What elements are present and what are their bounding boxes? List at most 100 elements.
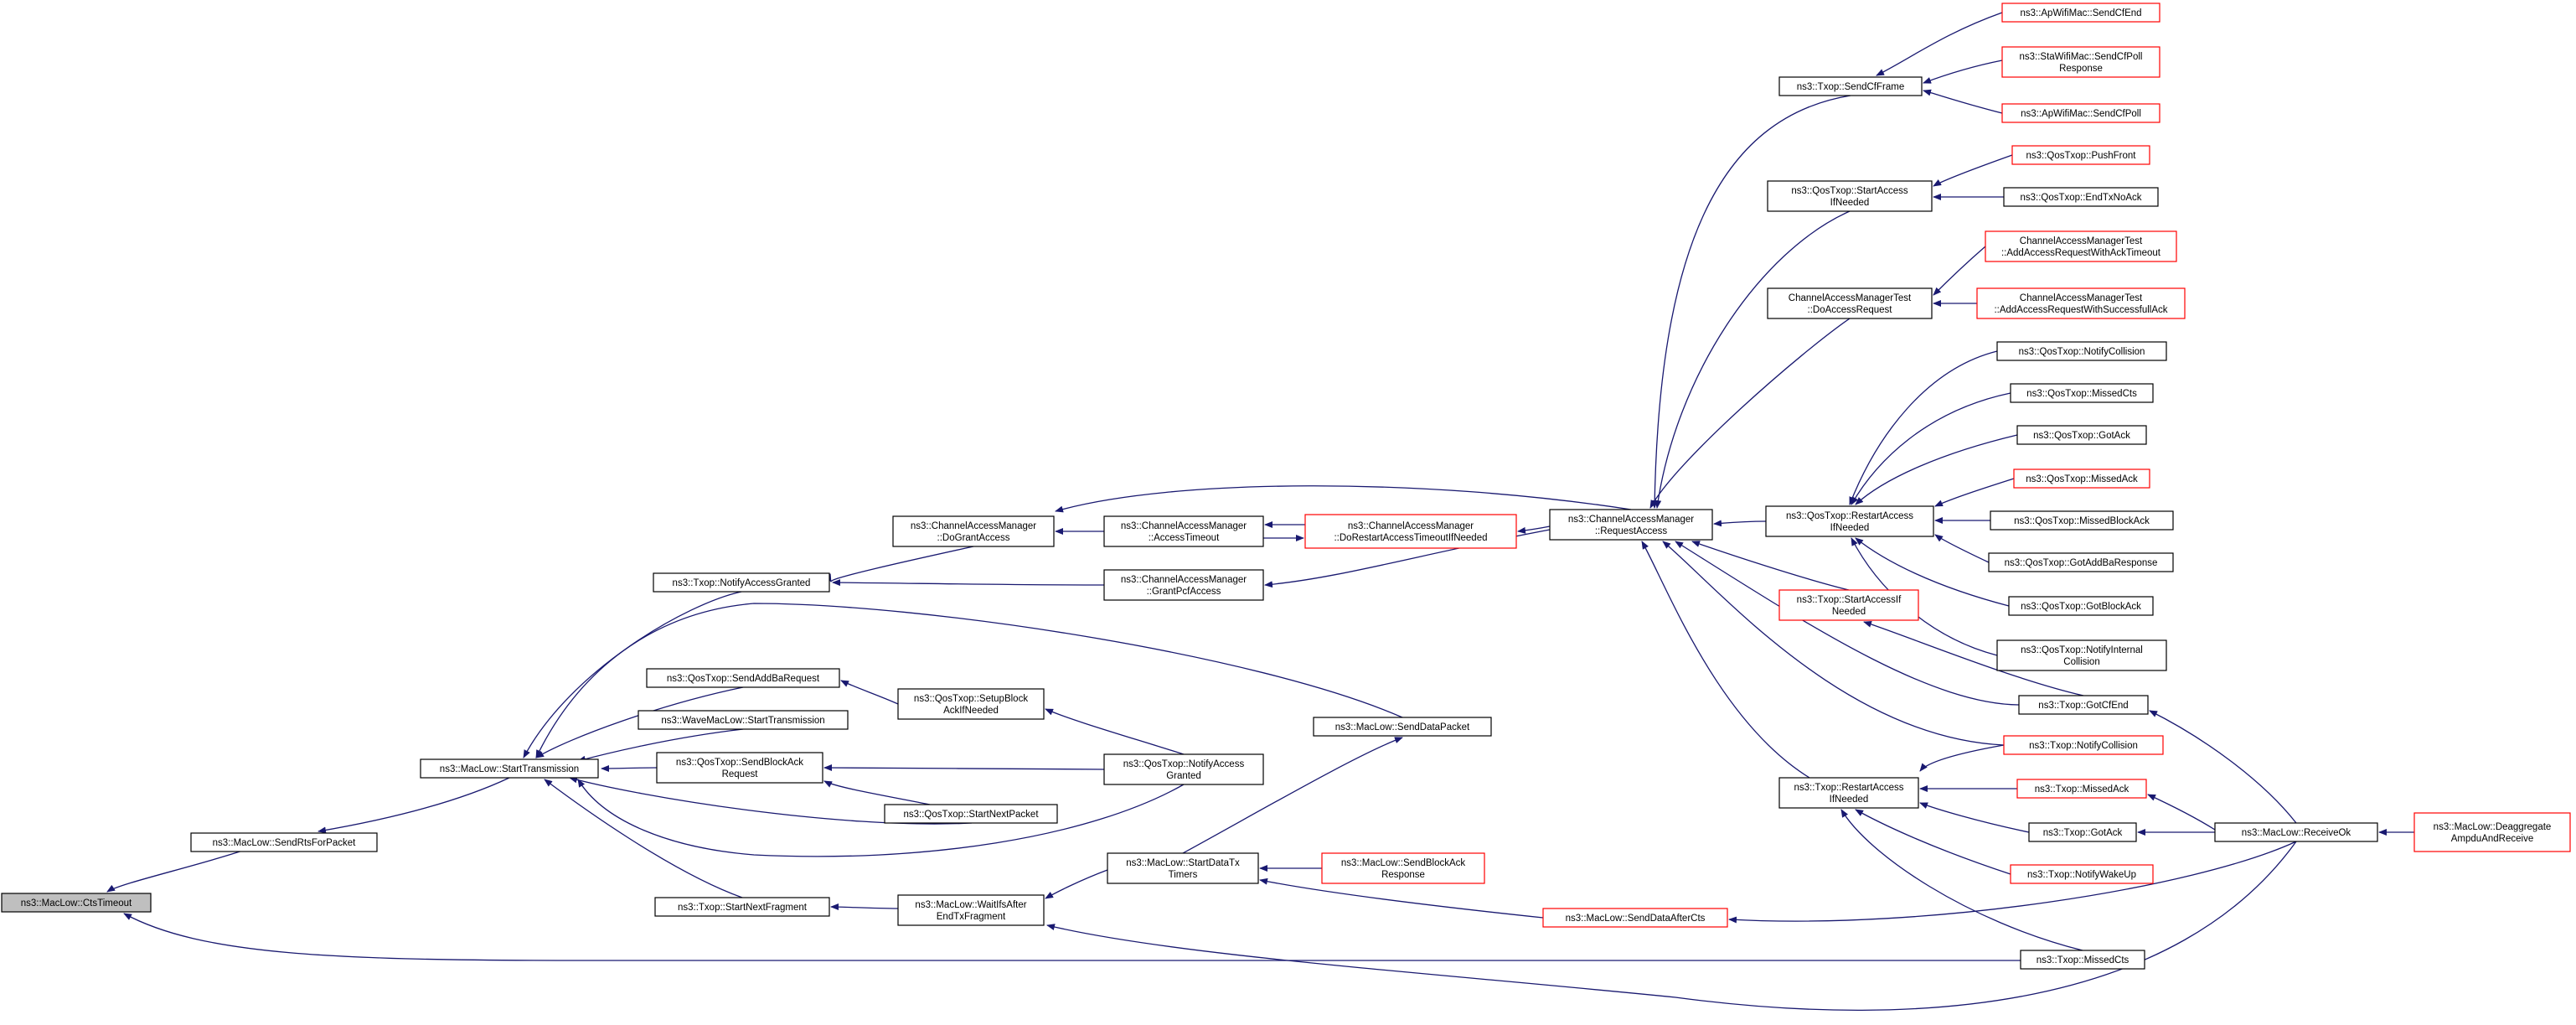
node-box (2001, 46, 2160, 78)
node-label: ns3::QosTxop::NotifyInternal (2021, 645, 2143, 655)
function-node[interactable]: ns3::QosTxop::GotBlockAck (2008, 596, 2154, 616)
function-node[interactable]: ns3::ApWifiMac::SendCfEnd (2001, 3, 2160, 23)
function-node[interactable]: ns3::Txop::MissedCts (2020, 950, 2145, 970)
function-node[interactable]: ChannelAccessManagerTest::DoAccessReques… (1767, 287, 1933, 319)
node-label: AmpduAndReceive (2451, 834, 2533, 844)
function-node[interactable]: ns3::QosTxop::SendAddBaRequest (646, 668, 840, 688)
function-node[interactable]: ns3::Txop::StartNextFragment (654, 897, 830, 917)
function-node[interactable]: ns3::ChannelAccessManager::AccessTimeout (1103, 515, 1264, 547)
node-label: ns3::QosTxop::RestartAccess (1786, 511, 1913, 521)
call-edge-n7-n2 (544, 779, 743, 898)
call-edge-n14-n6 (823, 764, 1105, 772)
function-node[interactable]: ns3::ApWifiMac::SendCfPoll (2001, 103, 2160, 123)
call-edge-n14-n9 (1045, 708, 1185, 755)
function-node[interactable]: ns3::WaveMacLow::StartTransmission (638, 710, 849, 730)
node-label: ns3::StaWifiMac::SendCfPoll (2019, 52, 2142, 62)
call-edge-n2-n1 (317, 777, 510, 834)
function-node[interactable]: ns3::Txop::GotCfEnd (2018, 695, 2149, 715)
node-box (2008, 596, 2154, 616)
node-label: ns3::Txop::SendCfFrame (1797, 82, 1904, 92)
call-edge-n47-n0 (123, 913, 2021, 961)
node-box (1304, 514, 1517, 549)
node-label: ns3::QosTxop::SendAddBaRequest (667, 674, 820, 684)
node-label: EndTxFragment (937, 912, 1006, 922)
node-box (2413, 812, 2571, 852)
node-box (1765, 505, 1934, 537)
function-node[interactable]: ns3::MacLow::StartTransmission (420, 758, 599, 779)
node-label: ChannelAccessManagerTest (1789, 293, 1912, 303)
node-label: Collision (2063, 657, 2099, 667)
node-box (2011, 145, 2150, 165)
function-node[interactable]: ns3::MacLow::SendDataPacket (1313, 717, 1492, 737)
function-node[interactable]: ns3::QosTxop::GotAck (2016, 425, 2147, 445)
function-node[interactable]: ns3::ChannelAccessManager::RequestAccess (1549, 509, 1713, 541)
node-box (1767, 287, 1933, 319)
node-label: ns3::MacLow::SendRtsForPacket (213, 838, 356, 848)
function-node[interactable]: ns3::QosTxop::MissedBlockAck (1990, 510, 2174, 531)
function-node[interactable]: ns3::ChannelAccessManager::DoRestartAcce… (1304, 514, 1517, 549)
node-box (1778, 589, 1919, 621)
call-edge-n28-n21 (1923, 60, 2003, 84)
function-node[interactable]: ns3::QosTxop::MissedCts (2010, 383, 2154, 403)
node-label: ns3::Txop::NotifyCollision (2029, 741, 2138, 751)
call-edge-n24-n19 (1713, 520, 1767, 527)
function-node[interactable]: ns3::Txop::GotAck (2028, 822, 2137, 842)
node-box (1103, 569, 1264, 601)
node-box (1990, 510, 2174, 531)
function-node[interactable]: ns3::Txop::NotifyAccessGranted (653, 572, 830, 593)
node-box (1767, 180, 1933, 212)
function-node[interactable]: ns3::ChannelAccessManager::GrantPcfAcces… (1103, 569, 1264, 601)
function-node[interactable]: ns3::MacLow::ReceiveOk (2214, 822, 2378, 842)
node-label: ::RequestAccess (1595, 526, 1668, 536)
node-label: ns3::Txop::GotCfEnd (2038, 701, 2128, 711)
function-node[interactable]: ns3::Txop::MissedAck (2016, 779, 2147, 799)
function-node[interactable]: ns3::QosTxop::PushFront (2011, 145, 2150, 165)
function-node[interactable]: ns3::Txop::NotifyCollision (2003, 735, 2164, 755)
call-edge-n14-n2 (577, 779, 1185, 857)
node-box (2013, 468, 2150, 489)
call-edge-n32-n23 (1933, 246, 1986, 296)
node-label: ns3::QosTxop::GotBlockAck (2021, 602, 2141, 612)
node-label: Response (2059, 64, 2103, 74)
call-edge-n21-n19 (1651, 95, 1851, 509)
node-label: ns3::MacLow::StartDataTx (1126, 858, 1240, 868)
call-edge-n13-n3 (832, 579, 1105, 587)
node-label: ns3::MacLow::StartTransmission (440, 764, 579, 774)
function-node[interactable]: ns3::QosTxop::NotifyAccessGranted (1103, 753, 1264, 785)
call-edge-n15-n11 (1045, 869, 1108, 899)
function-node[interactable]: ns3::Txop::SendCfFrame (1778, 76, 1923, 96)
function-node[interactable]: ChannelAccessManagerTest::AddAccessReque… (1985, 230, 2177, 262)
function-node[interactable]: ChannelAccessManagerTest::AddAccessReque… (1976, 287, 2186, 319)
node-label: ns3::MacLow::Deaggregate (2434, 822, 2552, 832)
function-node[interactable]: ns3::MacLow::SendDataAfterCts (1542, 908, 1728, 928)
function-node[interactable]: ns3::QosTxop::StartNextPacket (884, 804, 1058, 824)
node-label: ns3::Txop::StartAccessIf (1797, 595, 1902, 605)
function-node[interactable]: ns3::MacLow::SendRtsForPacket (190, 832, 378, 852)
node-box (2003, 187, 2159, 207)
function-node[interactable]: ns3::Txop::NotifyWakeUp (2010, 864, 2154, 884)
function-node[interactable]: ns3::QosTxop::NotifyCollision (1996, 341, 2167, 361)
function-node[interactable]: ns3::ChannelAccessManager::DoGrantAccess (892, 515, 1055, 547)
function-node[interactable]: ns3::QosTxop::GotAddBaResponse (1988, 552, 2174, 572)
node-label: ns3::Txop::NotifyWakeUp (2027, 870, 2136, 880)
node-label: ::AddAccessRequestWithAckTimeout (2001, 248, 2161, 258)
call-edge-n46-n26 (1855, 809, 2011, 875)
node-label: Granted (1166, 771, 1201, 781)
function-node[interactable]: ns3::QosTxop::EndTxNoAck (2003, 187, 2159, 207)
function-node[interactable]: ns3::QosTxop::MissedAck (2013, 468, 2150, 489)
node-box (1985, 230, 2177, 262)
call-edge-n22-n19 (1655, 210, 1851, 509)
